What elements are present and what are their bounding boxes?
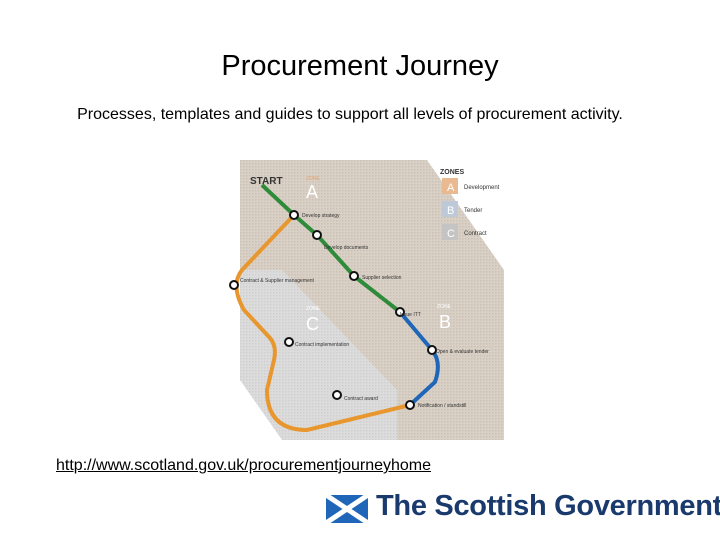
station-label: Contract implementation bbox=[295, 342, 349, 348]
station-label: Contract & Supplier management bbox=[240, 278, 315, 284]
legend-label-c: Contract bbox=[464, 231, 487, 237]
zone-c-area bbox=[240, 270, 397, 440]
station-label: Open & evaluate tender bbox=[436, 349, 489, 355]
zones-legend-title: ZONES bbox=[440, 169, 464, 176]
station-marker bbox=[405, 400, 415, 410]
start-label: START bbox=[250, 176, 283, 187]
station-label: Develop documents bbox=[324, 245, 369, 251]
legend-letter-a: A bbox=[447, 182, 455, 194]
legend-swatch-b bbox=[442, 201, 458, 217]
zone-a-word: ZONE bbox=[306, 176, 321, 182]
station-marker bbox=[349, 271, 359, 281]
station-marker bbox=[284, 337, 294, 347]
zone-b-letter: B bbox=[439, 312, 451, 332]
legend-letter-b: B bbox=[447, 205, 454, 217]
station-marker bbox=[332, 390, 342, 400]
station-marker bbox=[427, 345, 437, 355]
zone-a-letter: A bbox=[306, 182, 318, 202]
zone-c-word: ZONE bbox=[306, 306, 321, 312]
station-label: Supplier selection bbox=[362, 275, 402, 281]
legend-swatch-c bbox=[442, 224, 458, 240]
scottish-government-logo: The Scottish Government bbox=[326, 490, 720, 530]
station-marker bbox=[395, 307, 405, 317]
legend-swatch-a bbox=[442, 178, 458, 194]
zone-c-letter: C bbox=[306, 314, 319, 334]
station-label: Contract award bbox=[344, 396, 378, 402]
station-marker bbox=[229, 280, 239, 290]
station-marker bbox=[289, 210, 299, 220]
slide-subtitle: Processes, templates and guides to suppo… bbox=[77, 106, 623, 123]
legend-label-a: Development bbox=[464, 185, 500, 191]
procurement-journey-link[interactable]: http://www.scotland.gov.uk/procurementjo… bbox=[56, 457, 432, 474]
legend-label-b: Tender bbox=[464, 208, 482, 214]
saltire-flag-icon bbox=[326, 495, 368, 523]
procurement-journey-map: ZONE A ZONE B ZONE C START ZONES A Develo… bbox=[229, 160, 504, 440]
slide-title: Procurement Journey bbox=[221, 50, 499, 82]
station-label: Develop strategy bbox=[302, 213, 340, 219]
station-marker bbox=[312, 230, 322, 240]
legend-letter-c: C bbox=[447, 228, 455, 240]
station-label: Notification / standstill bbox=[418, 403, 466, 409]
logo-text: The Scottish Government bbox=[376, 490, 720, 522]
station-label: Issue ITT bbox=[400, 312, 421, 318]
zone-b-word: ZONE bbox=[437, 304, 452, 310]
